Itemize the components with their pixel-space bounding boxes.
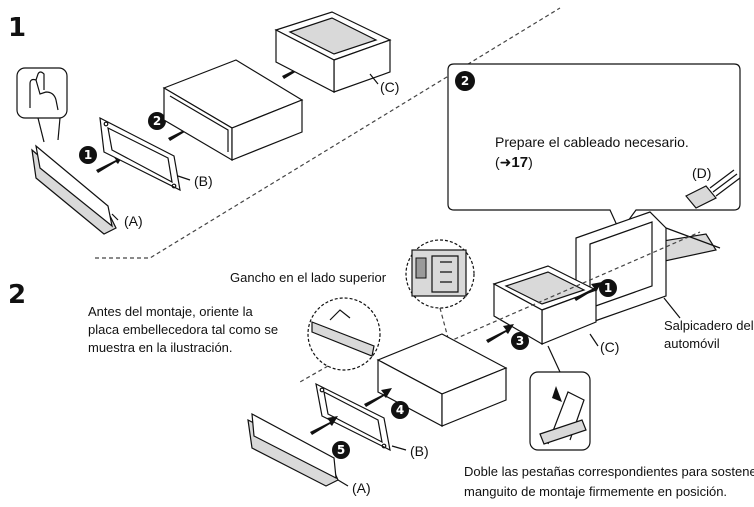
hook-magnifier bbox=[299, 297, 381, 383]
badge-5: 5 bbox=[332, 441, 350, 459]
dashboard bbox=[575, 211, 721, 323]
orient-text-1: Antes del montaje, oriente la bbox=[88, 304, 254, 319]
step-1-number: 1 bbox=[8, 13, 26, 43]
step-2-number: 2 bbox=[8, 280, 26, 310]
label-a-step2: (A) bbox=[352, 480, 371, 496]
svg-text:5: 5 bbox=[337, 443, 345, 457]
wiring-callout: 2 Prepare el cableado necesario. (➜17) (… bbox=[447, 63, 741, 234]
label-b-step1: (B) bbox=[194, 173, 213, 189]
badge-3-step2: 3 bbox=[511, 332, 529, 350]
orient-text-2: placa embellecedora tal como se bbox=[88, 322, 278, 337]
step1-group: (A) 1 (B) 2 bbox=[16, 11, 399, 235]
callout-ref-close: ) bbox=[528, 154, 533, 170]
badge-2-step1: 2 bbox=[148, 112, 166, 130]
label-c-step2: (C) bbox=[600, 339, 619, 355]
svg-text:3: 3 bbox=[516, 334, 524, 348]
wiring-connector-icon bbox=[685, 169, 741, 209]
hand-press-icon bbox=[16, 67, 68, 143]
dashboard-text-1: Salpicadero del bbox=[664, 318, 754, 333]
callout-ref: (➜17) bbox=[495, 154, 533, 171]
tab-bend-inset bbox=[529, 371, 591, 451]
label-a-step1: (A) bbox=[124, 213, 143, 229]
svg-text:2: 2 bbox=[461, 74, 469, 88]
callout-line1: Prepare el cableado necesario. bbox=[495, 134, 689, 150]
callout-ref-open: (➜ bbox=[495, 154, 511, 170]
svg-text:4: 4 bbox=[396, 403, 404, 417]
label-b-step2: (B) bbox=[410, 443, 429, 459]
faceplate-a-step2 bbox=[247, 412, 339, 487]
badge-1-step2: 1 bbox=[599, 279, 617, 297]
trim-plate-b-step2 bbox=[315, 382, 391, 452]
unit-body bbox=[162, 59, 304, 162]
label-d: (D) bbox=[692, 165, 711, 181]
faceplate-a bbox=[31, 144, 117, 235]
svg-text:2: 2 bbox=[153, 114, 161, 128]
orient-text-3: muestra en la ilustración. bbox=[88, 340, 233, 355]
badge-1-step1: 1 bbox=[79, 146, 97, 164]
label-c-step1: (C) bbox=[380, 79, 399, 95]
tabs-text-1: Doble las pestañas correspondientes para… bbox=[464, 464, 754, 479]
trim-plate-b bbox=[99, 116, 181, 192]
callout-badge-2: 2 bbox=[455, 71, 475, 91]
dashboard-text-2: automóvil bbox=[664, 336, 720, 351]
callout-ref-number: 17 bbox=[511, 154, 528, 171]
svg-text:1: 1 bbox=[84, 148, 92, 162]
mounting-sleeve-c-step2 bbox=[492, 265, 598, 346]
mounting-sleeve-c bbox=[274, 11, 392, 93]
unit-body-step2 bbox=[376, 333, 508, 427]
tabs-text-2: manguito de montaje firmemente en posici… bbox=[464, 484, 727, 499]
badge-4: 4 bbox=[391, 401, 409, 419]
svg-text:1: 1 bbox=[604, 281, 612, 295]
hook-label: Gancho en el lado superior bbox=[230, 270, 387, 285]
inside-magnifier bbox=[405, 239, 475, 339]
